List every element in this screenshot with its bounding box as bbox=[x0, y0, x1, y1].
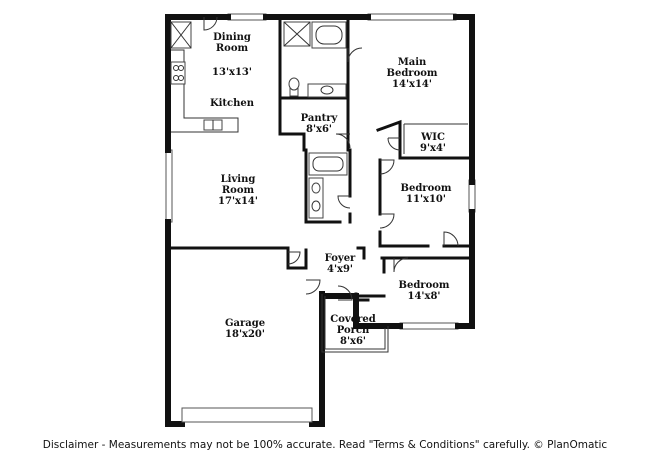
porch-outline bbox=[321, 294, 389, 353]
kitchen-fixtures bbox=[170, 21, 239, 133]
garage-size: 18'x20' bbox=[225, 329, 265, 340]
kitchen-label: Kitchen bbox=[210, 98, 255, 109]
living-size: 17'x14' bbox=[218, 196, 258, 207]
main-bedroom-size: 14'x14' bbox=[392, 79, 432, 90]
wic-shelf bbox=[403, 123, 468, 154]
garage-label: Garage bbox=[225, 318, 265, 329]
vanity bbox=[307, 83, 347, 98]
disclaimer: Disclaimer - Measurements may not be 100… bbox=[42, 439, 608, 451]
foyer-label: Foyer bbox=[325, 253, 356, 264]
door-swings bbox=[203, 16, 459, 301]
hall-bathtub bbox=[308, 152, 348, 176]
bedroom2-size: 11'x10' bbox=[406, 194, 446, 205]
hall-bath-fixtures bbox=[308, 152, 348, 219]
foyer-size: 4'x9' bbox=[327, 264, 353, 275]
bedroom3-size: 14'x8' bbox=[408, 291, 441, 302]
wic-label: WIC bbox=[420, 132, 445, 143]
wic-size: 9'x4' bbox=[420, 143, 446, 154]
main-bath-fixtures bbox=[283, 21, 347, 98]
pantry-size: 8'x6' bbox=[306, 124, 332, 135]
bedroom2-label: Bedroom bbox=[401, 183, 452, 194]
garage-door bbox=[181, 407, 313, 423]
bedroom3-label: Bedroom bbox=[399, 280, 450, 291]
pantry-label: Pantry bbox=[301, 113, 339, 124]
porch-size: 8'x6' bbox=[340, 336, 366, 347]
range bbox=[170, 61, 186, 85]
dining-size: 13'x13' bbox=[212, 67, 252, 78]
interior-walls bbox=[166, 15, 474, 302]
